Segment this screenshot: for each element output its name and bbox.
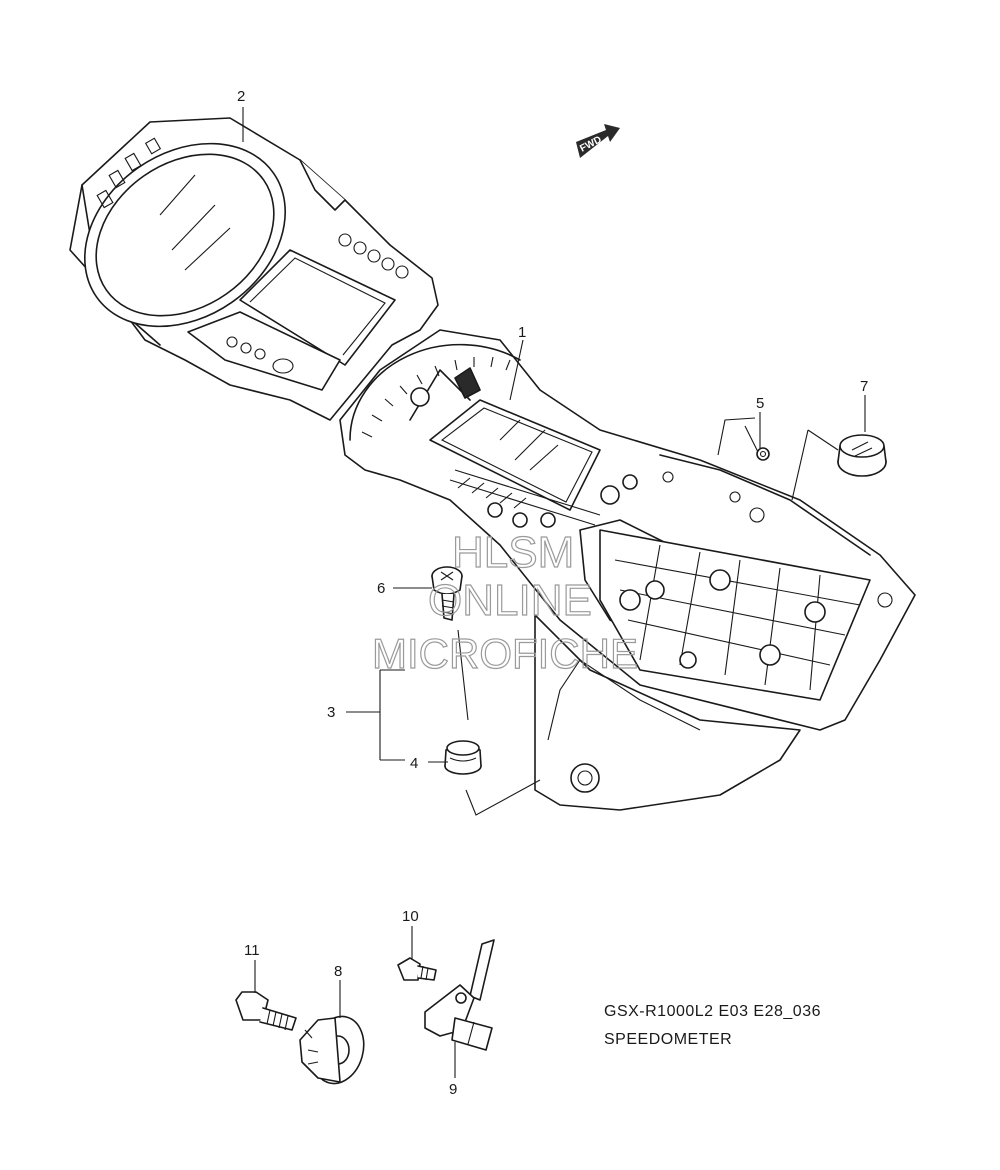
part-1-meter-assembly [339,329,916,811]
fwd-arrow-icon: FWD [576,124,620,158]
callout-6: 6 [377,580,385,597]
callout-7: 7 [860,378,868,395]
watermark-line3: MICROFICHE [372,630,638,677]
part-11-bolt [235,991,297,1031]
callout-8: 8 [334,963,342,980]
part-7-grommet [837,434,887,477]
watermark-line1: HLSM [452,528,574,577]
watermark: HLSM ONLINE MICROFICHE [371,527,638,677]
callout-2: 2 [237,88,245,105]
tachometer-scale [349,343,521,441]
part-5-washer [756,447,770,461]
leader-lines [242,107,866,1078]
callout-9: 9 [449,1081,457,1098]
caption: GSX-R1000L2 E03 E28_036 SPEEDOMETER [604,1003,821,1048]
part-8-gear [299,1015,365,1085]
part-2-meter-cover [69,117,439,421]
fwd-label: FWD [578,134,603,154]
caption-model: GSX-R1000L2 E03 E28_036 [604,1003,821,1020]
watermark-line2: ONLINE [428,576,592,625]
callout-5: 5 [756,395,764,412]
callout-1: 1 [518,324,526,341]
callout-3: 3 [327,704,335,721]
indicator-lights [338,233,409,279]
part-6-screw [431,566,463,621]
callout-10: 10 [402,908,419,925]
callout-labels: 2 1 5 7 6 3 4 11 8 10 9 [237,88,868,1098]
caption-title: SPEEDOMETER [604,1031,732,1048]
part-9-speed-sensor [424,939,495,1051]
callout-4: 4 [410,755,418,772]
part-4-cushion [444,740,482,775]
part-10-bolt [397,957,437,981]
callout-11: 11 [244,942,260,959]
